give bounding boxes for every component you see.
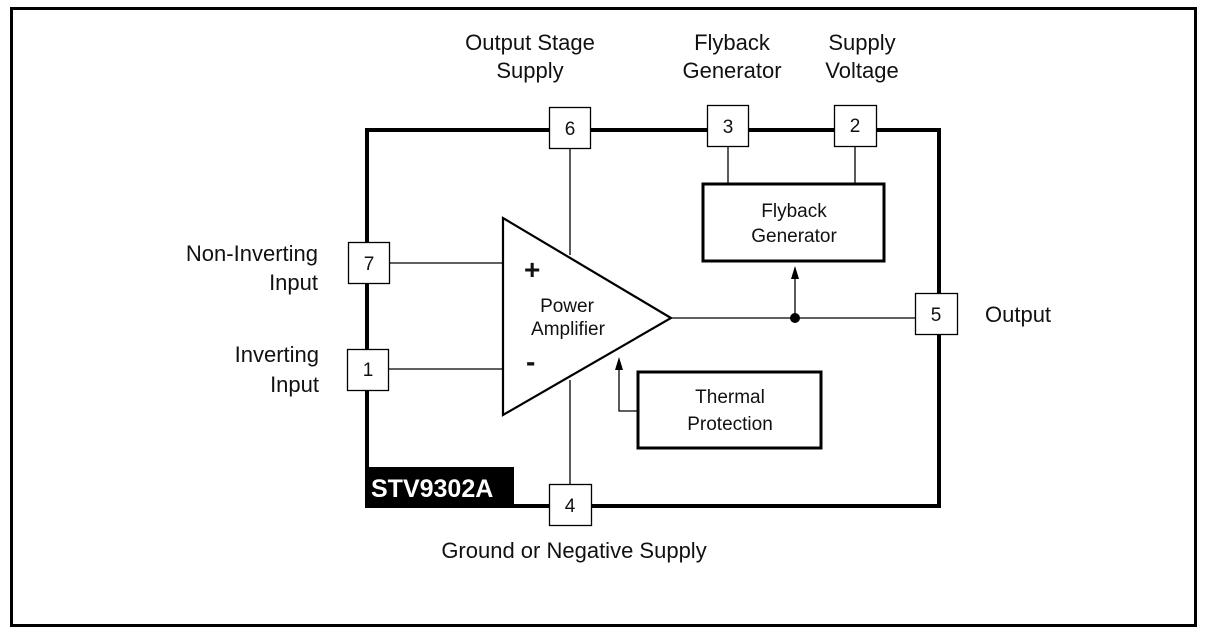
pin-5: 5 xyxy=(914,292,959,336)
amp-label-line2: Amplifier xyxy=(531,319,606,340)
pin-1-label-line1: Inverting xyxy=(235,342,319,367)
arrow-up-icon xyxy=(615,357,623,370)
pin-1-label-line2: Input xyxy=(270,372,319,397)
flyback-generator-block: Flyback Generator xyxy=(701,182,886,263)
flyback-label-line2: Generator xyxy=(751,226,837,247)
junction-dot xyxy=(790,313,800,323)
pin-6-number: 6 xyxy=(565,119,576,140)
outer-frame xyxy=(10,7,1197,627)
pin-2-label-line2: Voltage xyxy=(825,58,898,83)
chip-name: STV9302A xyxy=(371,475,493,503)
wire-thermal-amp xyxy=(618,370,638,412)
flyback-label-line1: Flyback xyxy=(761,201,827,222)
pin-4-number: 4 xyxy=(565,496,576,517)
pin-7-label-line2: Input xyxy=(269,270,318,295)
pin-1-number: 1 xyxy=(363,360,374,381)
arrow-up-icon xyxy=(791,266,799,279)
pin-3: 3 xyxy=(706,104,750,148)
chip-name-badge: STV9302A xyxy=(365,467,514,508)
pin-3-number: 3 xyxy=(723,117,734,138)
pin-7-number: 7 xyxy=(364,254,375,275)
thermal-label-line1: Thermal xyxy=(695,387,765,408)
pin-5-label: Output xyxy=(985,302,1051,327)
pin-6-label-line1: Output Stage xyxy=(465,30,595,55)
amp-minus-sign: - xyxy=(526,346,535,377)
pin-3-label-line1: Flyback xyxy=(694,30,771,55)
pin-6: 6 xyxy=(548,106,592,150)
amp-label-line1: Power xyxy=(540,296,595,317)
pin-2-label-line1: Supply xyxy=(828,30,895,55)
pin-4-label: Ground or Negative Supply xyxy=(441,538,706,563)
pin-5-number: 5 xyxy=(931,305,942,326)
pin-3-label-line2: Generator xyxy=(682,58,781,83)
amp-plus-sign: + xyxy=(524,254,540,285)
pin-6-label-line2: Supply xyxy=(496,58,563,83)
thermal-label-line2: Protection xyxy=(687,414,773,435)
pin-7-label-line1: Non-Inverting xyxy=(186,241,318,266)
pin-2-number: 2 xyxy=(850,116,861,137)
pin-7: 7 xyxy=(347,241,391,285)
power-amplifier: + - Power Amplifier xyxy=(501,216,674,417)
pin-1: 1 xyxy=(346,348,390,392)
pin-2: 2 xyxy=(833,104,878,148)
pin-4: 4 xyxy=(548,483,593,527)
thermal-protection-block: Thermal Protection xyxy=(636,370,823,450)
